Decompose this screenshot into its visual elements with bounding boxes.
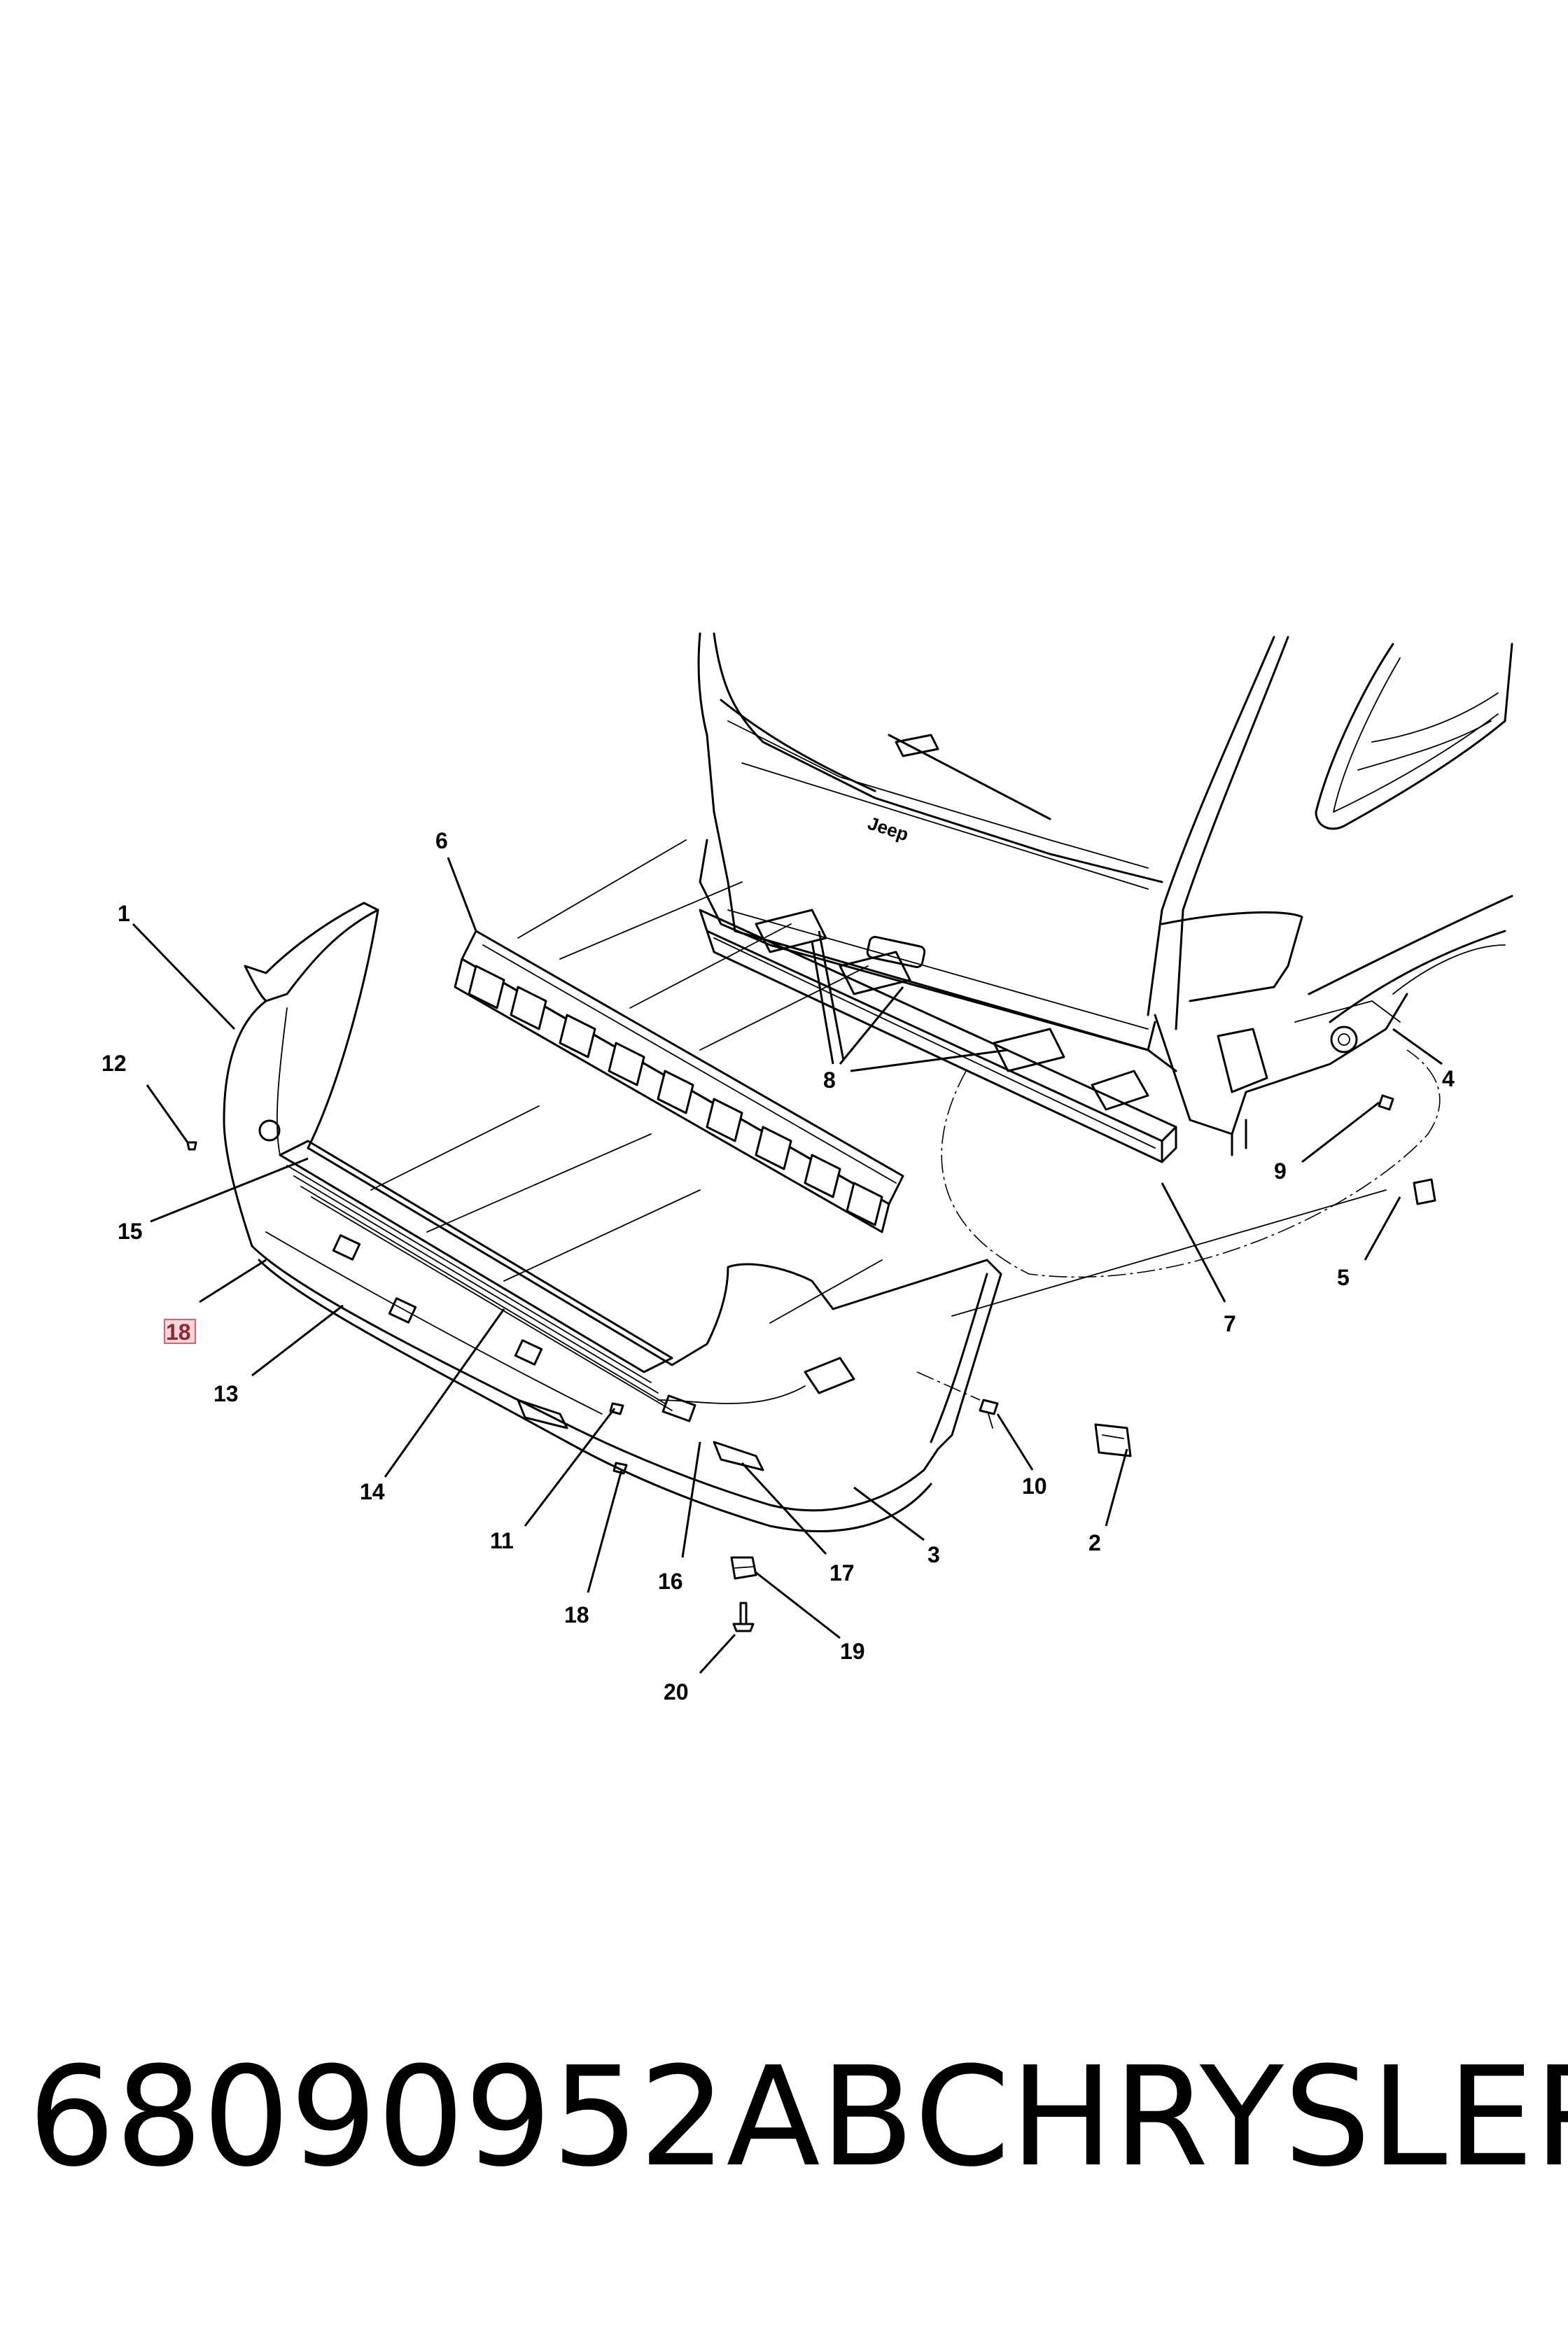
callout-3: 3 (927, 1542, 940, 1567)
hardware (186, 1094, 1436, 1632)
callout-10: 10 (1022, 1474, 1047, 1499)
callout-8: 8 (823, 1068, 836, 1093)
callouts: 1 2 3 4 5 6 7 8 9 10 11 12 13 14 15 16 1… (102, 828, 1455, 1704)
callout-1: 1 (118, 901, 130, 926)
part-number: 68090952AB (28, 2038, 915, 2197)
callout-4: 4 (1442, 1066, 1455, 1091)
alignment-lines (370, 839, 1441, 1401)
callout-18-highlighted: 18 (164, 1319, 196, 1345)
callout-19: 19 (840, 1639, 865, 1664)
callout-16: 16 (658, 1569, 683, 1594)
callout-12: 12 (102, 1051, 127, 1076)
svg-text:18: 18 (166, 1320, 191, 1345)
callout-5: 5 (1337, 1265, 1350, 1290)
vehicle-badge: Jeep (865, 813, 911, 846)
callout-6: 6 (435, 828, 448, 853)
callout-11: 11 (490, 1528, 514, 1553)
vehicle-rear-body: Jeep (697, 632, 1513, 1156)
callout-9: 9 (1274, 1158, 1287, 1184)
callout-15: 15 (118, 1219, 143, 1244)
callout-13: 13 (214, 1381, 239, 1406)
callout-14: 14 (360, 1479, 385, 1504)
bumper-reinforcement-beam (699, 909, 1177, 1163)
footer-caption: 68090952AB CHRYSLER (28, 2030, 1568, 2205)
callout-18: 18 (564, 1602, 589, 1628)
callout-20: 20 (664, 1679, 689, 1704)
leader-lines (132, 857, 1443, 1674)
callout-7: 7 (1224, 1311, 1236, 1336)
energy-absorber (454, 930, 904, 1233)
callout-2: 2 (1088, 1530, 1101, 1555)
callout-17: 17 (830, 1560, 855, 1586)
brand-name: CHRYSLER (914, 2038, 1568, 2197)
rear-bumper-fascia (223, 902, 1002, 1532)
